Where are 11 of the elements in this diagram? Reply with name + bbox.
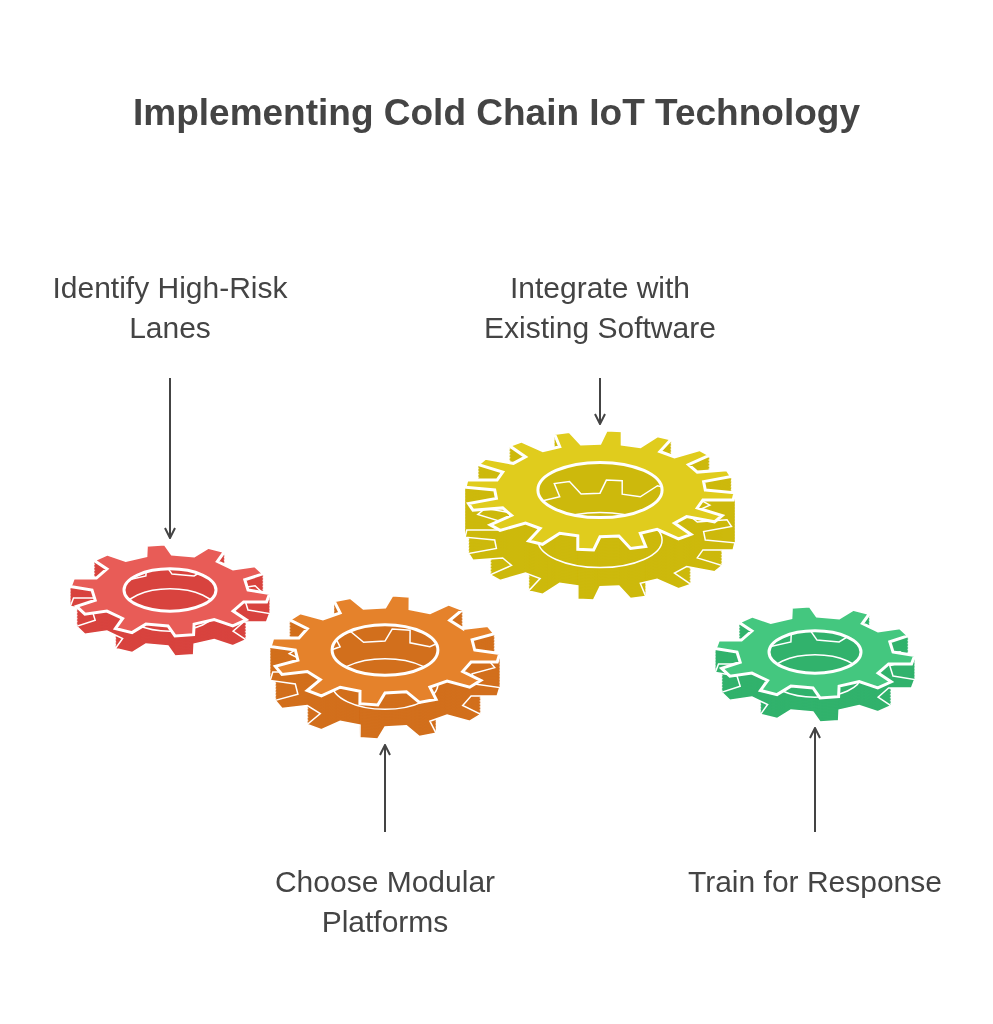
step-label: Train for Response	[645, 862, 985, 902]
step-label: Integrate with Existing Software	[455, 268, 745, 348]
step-label: Choose Modular Platforms	[235, 862, 535, 942]
arrow	[164, 377, 176, 539]
arrow	[594, 377, 606, 425]
title: Implementing Cold Chain IoT Technology	[132, 92, 861, 134]
step-label: Identify High-Risk Lanes	[20, 268, 320, 348]
arrow	[379, 744, 391, 833]
gear-drawing	[67, 541, 273, 659]
arrow	[809, 727, 821, 833]
gear-drawing	[462, 427, 738, 603]
